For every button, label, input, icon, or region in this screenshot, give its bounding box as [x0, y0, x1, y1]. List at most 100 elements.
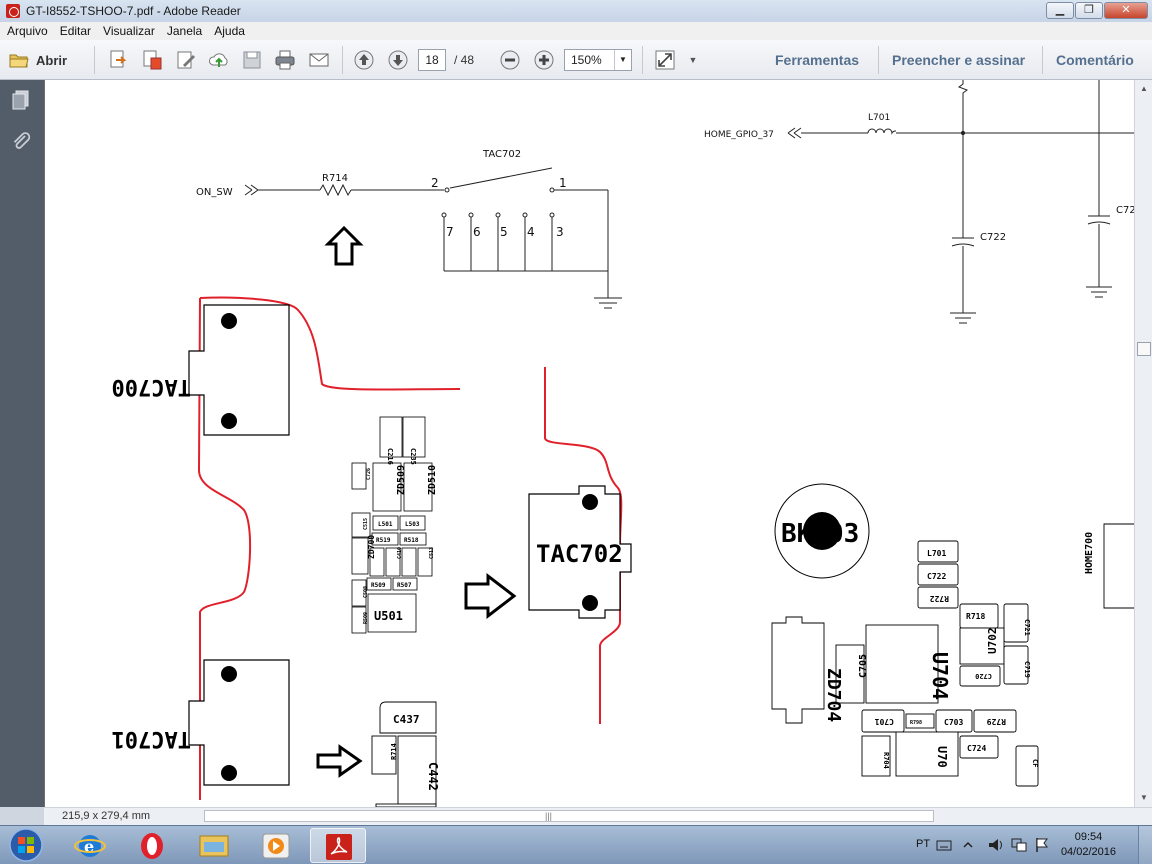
plus-circle-icon: [534, 50, 554, 70]
pcb-tac702: TAC702: [536, 540, 623, 568]
internet-explorer-icon: e: [74, 835, 106, 857]
pcb-c508: C508: [363, 586, 369, 598]
toolbar-separator: [642, 46, 643, 74]
save-icon: [243, 51, 261, 69]
system-clock[interactable]: 09:54 04/02/2016: [1061, 830, 1116, 860]
pcb-c235: C235: [409, 448, 417, 465]
net-home-gpio: HOME_GPIO_37: [704, 130, 774, 140]
tab-comentario[interactable]: Comentário: [1056, 52, 1134, 68]
edit-button[interactable]: [174, 48, 198, 72]
pcb-zd700: ZD700: [367, 535, 376, 559]
create-pdf-icon: [110, 50, 127, 68]
adobe-reader-icon: [326, 834, 352, 860]
zoom-value: 150%: [571, 53, 602, 67]
email-button[interactable]: [306, 48, 332, 72]
scroll-grip-icon[interactable]: |||: [545, 811, 553, 821]
pcb-l701: L701: [927, 549, 946, 558]
taskbar: e PT 09:54 04/02/2016: [0, 825, 1152, 864]
menu-janela[interactable]: Janela: [166, 24, 203, 38]
pcb-l501: L501: [378, 521, 393, 528]
keyboard-icon[interactable]: [936, 838, 952, 852]
zoom-select[interactable]: 150% ▼: [564, 49, 632, 71]
pcb-r722: R722: [930, 594, 949, 603]
pcb-r704: R704: [882, 752, 890, 769]
menu-editar[interactable]: Editar: [59, 24, 92, 38]
menu-visualizar[interactable]: Visualizar: [103, 24, 155, 38]
minimize-button[interactable]: ▁: [1046, 2, 1074, 19]
pcb-r718: R718: [966, 612, 985, 621]
maximize-button[interactable]: ❐: [1075, 2, 1103, 19]
language-indicator[interactable]: PT: [916, 838, 931, 850]
pcb-r518: R518: [404, 537, 419, 544]
toolbar-overflow-chevron-icon[interactable]: ▼: [688, 55, 698, 65]
adobe-reader-icon: [6, 4, 20, 18]
pcb-c216: C216: [386, 448, 394, 465]
show-desktop-button[interactable]: [1138, 826, 1152, 864]
label-tac702: TAC702: [482, 149, 521, 160]
pcb-cf: CF: [1031, 759, 1039, 767]
schematic-drawing: ON_SW R714 TAC702 2 1 7 6 5 4 3: [112, 80, 1134, 807]
svg-text:e: e: [84, 837, 94, 856]
pcb-c703: C703: [944, 718, 963, 727]
scroll-thumb[interactable]: [1137, 342, 1151, 356]
pcb-u70: U70: [935, 746, 949, 768]
pcb-c701: C701: [875, 717, 894, 726]
pcb-u501: U501: [374, 609, 403, 623]
window-title: GT-I8552-TSHOO-7.pdf - Adobe Reader: [26, 4, 241, 18]
pcb-c724: C724: [967, 744, 986, 753]
pcb-c513: C513: [429, 547, 435, 559]
combine-pdf-icon: [143, 50, 162, 70]
pin-2: 2: [431, 176, 439, 190]
pcb-c705: C705: [858, 654, 869, 678]
window-controls: ▁ ❐ ✕: [1046, 2, 1148, 19]
media-player-icon: [262, 833, 290, 859]
previous-page-button[interactable]: [352, 48, 376, 72]
menu-arquivo[interactable]: Arquivo: [7, 24, 48, 38]
taskbar-media[interactable]: [248, 828, 304, 863]
open-button[interactable]: Abrir: [8, 48, 67, 72]
menu-ajuda[interactable]: Ajuda: [214, 24, 245, 38]
paperclip-icon[interactable]: [9, 130, 33, 154]
taskbar-opera[interactable]: [124, 828, 180, 863]
network-icon[interactable]: [1010, 836, 1028, 854]
page-number-input[interactable]: 18: [418, 49, 446, 71]
speaker-icon[interactable]: [986, 836, 1004, 854]
chevron-down-icon[interactable]: ▼: [614, 50, 631, 70]
close-button[interactable]: ✕: [1104, 2, 1148, 19]
print-button[interactable]: [272, 48, 298, 72]
zoom-out-button[interactable]: [498, 48, 522, 72]
taskbar-explorer[interactable]: [186, 828, 242, 863]
envelope-icon: [309, 53, 329, 67]
pdf-page[interactable]: ON_SW R714 TAC702 2 1 7 6 5 4 3: [45, 80, 1134, 807]
toolbar: Abrir: [0, 40, 1152, 80]
fullscreen-button[interactable]: [652, 48, 678, 72]
taskbar-ie[interactable]: e: [62, 828, 118, 863]
taskbar-adobe-reader[interactable]: [310, 828, 366, 863]
scroll-down-icon[interactable]: ▼: [1140, 793, 1148, 802]
save-button[interactable]: [240, 48, 264, 72]
action-center-flag-icon[interactable]: [1034, 836, 1050, 854]
upload-cloud-button[interactable]: [206, 48, 232, 72]
combine-button[interactable]: [140, 48, 164, 72]
windows-start-icon[interactable]: [2, 827, 50, 864]
vertical-scrollbar[interactable]: ▲ ▼: [1134, 80, 1152, 807]
pcb-c726: C726: [366, 468, 372, 480]
pcb-home700: HOME700: [1084, 532, 1095, 574]
zoom-in-button[interactable]: [532, 48, 556, 72]
next-page-button[interactable]: [386, 48, 410, 72]
create-pdf-button[interactable]: [106, 48, 130, 72]
pcb-c442: C442: [426, 762, 440, 791]
tray-expand-icon[interactable]: [962, 838, 974, 852]
label-c72: C72: [1116, 205, 1134, 216]
horizontal-scrollbar[interactable]: |||: [204, 810, 934, 822]
pcb-zd704: ZD704: [823, 668, 844, 722]
pcb-u704: U704: [928, 652, 952, 700]
pcb-r729: R729: [987, 717, 1006, 726]
navigation-pane: [0, 80, 44, 807]
pages-thumbnail-icon[interactable]: [9, 88, 33, 112]
printer-icon: [275, 50, 295, 70]
tab-preencher-assinar[interactable]: Preencher e assinar: [892, 52, 1026, 68]
clock-date: 04/02/2016: [1060, 846, 1116, 858]
scroll-up-icon[interactable]: ▲: [1140, 84, 1148, 93]
tab-ferramentas[interactable]: Ferramentas: [775, 52, 860, 68]
